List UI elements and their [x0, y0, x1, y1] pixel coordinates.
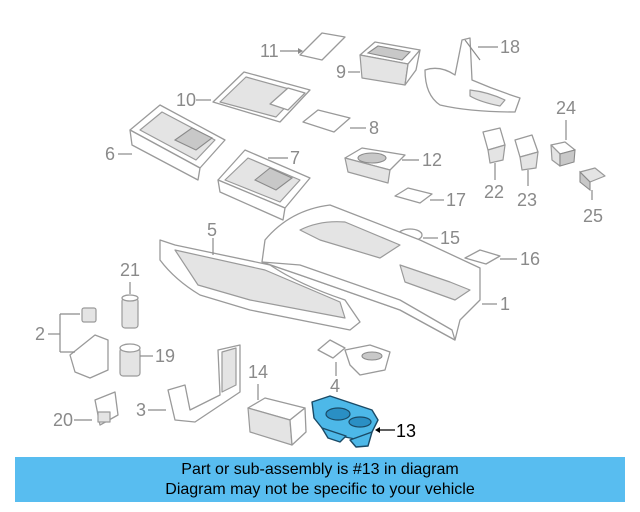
callout-8: 8 — [350, 118, 379, 138]
banner-line-2: Diagram may not be specific to your vehi… — [165, 481, 475, 498]
callout-12: 12 — [402, 150, 442, 170]
callout-5: 5 — [207, 220, 217, 240]
callout-label-25: 25 — [583, 206, 603, 226]
callout-10: 10 — [176, 90, 211, 110]
callout-1: 1 — [482, 294, 510, 314]
callout-label-9: 9 — [336, 62, 346, 82]
callout-label-24: 24 — [556, 98, 576, 118]
part-6 — [129, 104, 226, 181]
part-11 — [299, 32, 346, 61]
callout-22: 22 — [484, 163, 504, 202]
callout-9: 9 — [336, 62, 360, 82]
part-24 — [550, 141, 576, 167]
callout-7: 7 — [268, 148, 300, 168]
callout-label-13: 13 — [396, 421, 416, 441]
banner-line-1: Part or sub-assembly is #13 in diagram — [181, 461, 459, 478]
part-14 — [247, 397, 307, 446]
part-1 — [261, 204, 481, 341]
part-23 — [514, 134, 539, 171]
callout-label-23: 23 — [517, 190, 537, 210]
callout-19: 19 — [140, 346, 175, 366]
callout-label-3: 3 — [136, 400, 146, 420]
part-12 — [344, 147, 406, 184]
callout-6: 6 — [105, 144, 132, 164]
callout-18: 18 — [478, 37, 520, 57]
part-16 — [464, 249, 501, 265]
part-9 — [359, 41, 421, 86]
callout-label-15: 15 — [440, 228, 460, 248]
part-10 — [212, 71, 311, 123]
callout-17: 17 — [430, 190, 466, 210]
part-25 — [579, 167, 606, 192]
part-18 — [424, 37, 521, 113]
callout-label-1: 1 — [500, 294, 510, 314]
callout-label-18: 18 — [500, 37, 520, 57]
callout-label-4: 4 — [330, 376, 340, 396]
callout-label-16: 16 — [520, 249, 540, 269]
part-5 — [159, 238, 361, 331]
part-2 — [69, 307, 109, 379]
info-banner: Part or sub-assembly is #13 in diagram D… — [15, 457, 625, 502]
callout-23: 23 — [517, 170, 537, 210]
part-8 — [302, 109, 351, 133]
callout-label-14: 14 — [248, 362, 268, 382]
callout-label-7: 7 — [290, 148, 300, 168]
part-4 — [317, 339, 391, 376]
callout-3: 3 — [136, 400, 166, 420]
callout-label-17: 17 — [446, 190, 466, 210]
callout-24: 24 — [556, 98, 576, 140]
parts-diagram: 11 9 18 10 8 — [35, 32, 606, 448]
callout-25: 25 — [583, 190, 603, 226]
callout-label-21: 21 — [120, 260, 140, 280]
callout-13: 13 — [375, 421, 416, 441]
callout-16: 16 — [500, 249, 540, 269]
part-19 — [119, 343, 141, 377]
part-3 — [167, 344, 241, 423]
callout-2: 2 — [35, 313, 80, 353]
callout-label-10: 10 — [176, 90, 196, 110]
part-7 — [217, 149, 311, 221]
callout-label-19: 19 — [155, 346, 175, 366]
part-13-highlighted[interactable] — [311, 395, 379, 448]
callout-label-11: 11 — [260, 41, 279, 61]
part-22 — [482, 127, 506, 164]
callout-4: 4 — [330, 362, 340, 396]
part-17 — [394, 187, 433, 204]
callout-label-12: 12 — [422, 150, 442, 170]
callout-label-6: 6 — [105, 144, 115, 164]
callout-label-8: 8 — [369, 118, 379, 138]
callout-21: 21 — [120, 260, 140, 294]
callout-15: 15 — [423, 228, 460, 248]
callout-11: 11 — [260, 41, 303, 61]
part-20 — [94, 391, 119, 426]
callout-20: 20 — [53, 410, 92, 430]
callout-label-22: 22 — [484, 182, 504, 202]
callout-14: 14 — [248, 362, 268, 400]
part-21 — [121, 294, 139, 329]
callout-label-5: 5 — [207, 220, 217, 240]
callout-label-20: 20 — [53, 410, 73, 430]
callout-label-2: 2 — [35, 324, 45, 344]
